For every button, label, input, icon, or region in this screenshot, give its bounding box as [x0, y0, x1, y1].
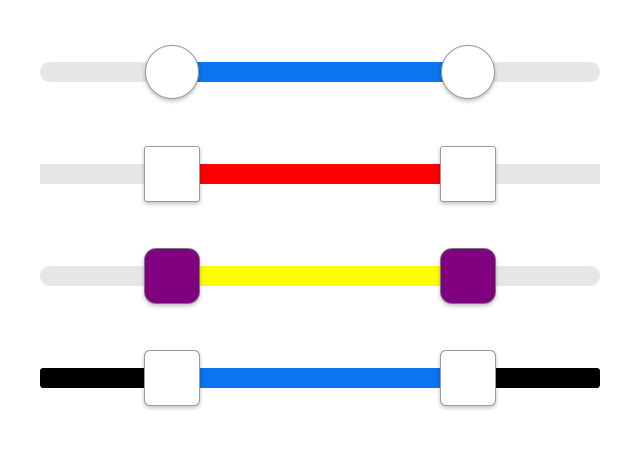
range-slider-3: [40, 246, 600, 306]
slider-3-selected-range: [171, 266, 469, 286]
range-slider-2: [40, 144, 600, 204]
slider-3-low-thumb[interactable]: [143, 248, 200, 304]
slider-2-selected-range: [171, 164, 469, 184]
range-slider-4: [40, 348, 600, 408]
slider-1-selected-range: [171, 62, 469, 82]
slider-4-low-thumb[interactable]: [143, 350, 200, 406]
slider-1-low-thumb[interactable]: [144, 45, 199, 99]
slider-2-high-thumb[interactable]: [440, 146, 497, 202]
slider-4-selected-range: [171, 368, 469, 388]
range-slider-1: [40, 42, 600, 102]
slider-4-high-thumb[interactable]: [440, 350, 497, 406]
slider-2-low-thumb[interactable]: [143, 146, 200, 202]
slider-3-high-thumb[interactable]: [440, 248, 497, 304]
slider-1-high-thumb[interactable]: [441, 45, 496, 99]
